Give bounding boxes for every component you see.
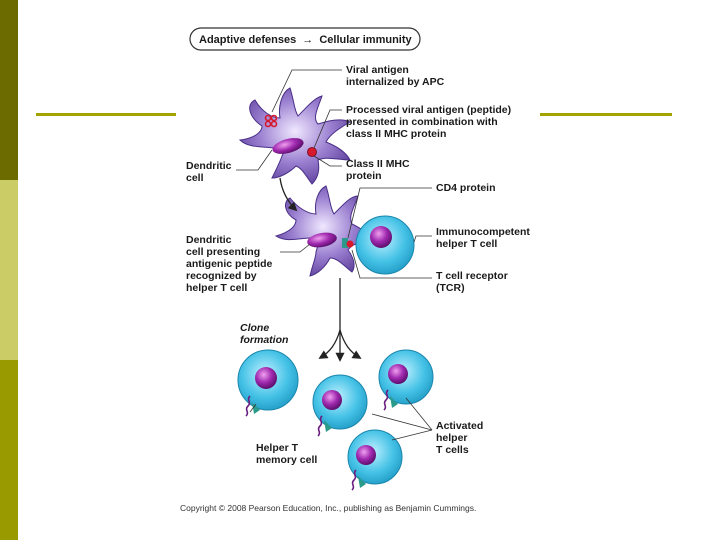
leader-lines: [236, 69, 433, 441]
header-right: Cellular immunity: [319, 34, 412, 46]
memory-t-cell: [237, 349, 299, 417]
title-rule-right: [540, 113, 672, 116]
activated-t-cell-1: [312, 374, 368, 437]
dendritic-cell-top: [238, 87, 352, 185]
label-processed-antigen: Processed viral antigen (peptide) presen…: [346, 104, 512, 140]
label-immunocompetent: Immunocompetent helper T cell: [436, 226, 530, 250]
viral-antigen-particle: [264, 114, 278, 128]
activated-t-cell-3: [347, 429, 403, 491]
header-left: Adaptive defenses: [199, 34, 297, 46]
sidebar-middle-segment: [0, 180, 18, 360]
label-clone-formation: Clone formation: [240, 322, 289, 346]
sidebar-top-segment: [0, 0, 18, 180]
sidebar-bottom-segment: [0, 360, 18, 540]
label-activated: Activated helper T cells: [436, 420, 484, 456]
slide-sidebar: [0, 0, 18, 540]
label-class2-mhc: Class II MHC protein: [346, 158, 410, 182]
header-text: Adaptive defenses → Cellular immunity: [199, 34, 412, 46]
label-viral-antigen: Viral antigen internalized by APC: [346, 64, 445, 88]
label-memory-cell: Helper T memory cell: [256, 442, 318, 466]
copyright-notice: Copyright © 2008 Pearson Education, Inc.…: [180, 503, 477, 513]
title-rule-left: [36, 113, 176, 116]
immunocompetent-t-cell: [355, 215, 415, 275]
label-cd4: CD4 protein: [436, 182, 496, 194]
cd4-protein-shape: [342, 238, 348, 248]
header-pill: [189, 27, 421, 51]
processed-peptide-mhc: [307, 147, 317, 157]
activated-t-cell-2: [378, 349, 434, 411]
label-dendritic-presenting: Dendritic cell presenting antigenic pept…: [186, 234, 273, 294]
header-arrow: →: [302, 34, 314, 46]
arrow-migration: [279, 177, 298, 212]
label-tcr: T cell receptor (TCR): [436, 270, 508, 294]
label-dendritic-cell: Dendritic cell: [186, 160, 232, 184]
clone-formation-arrows: [318, 278, 362, 362]
